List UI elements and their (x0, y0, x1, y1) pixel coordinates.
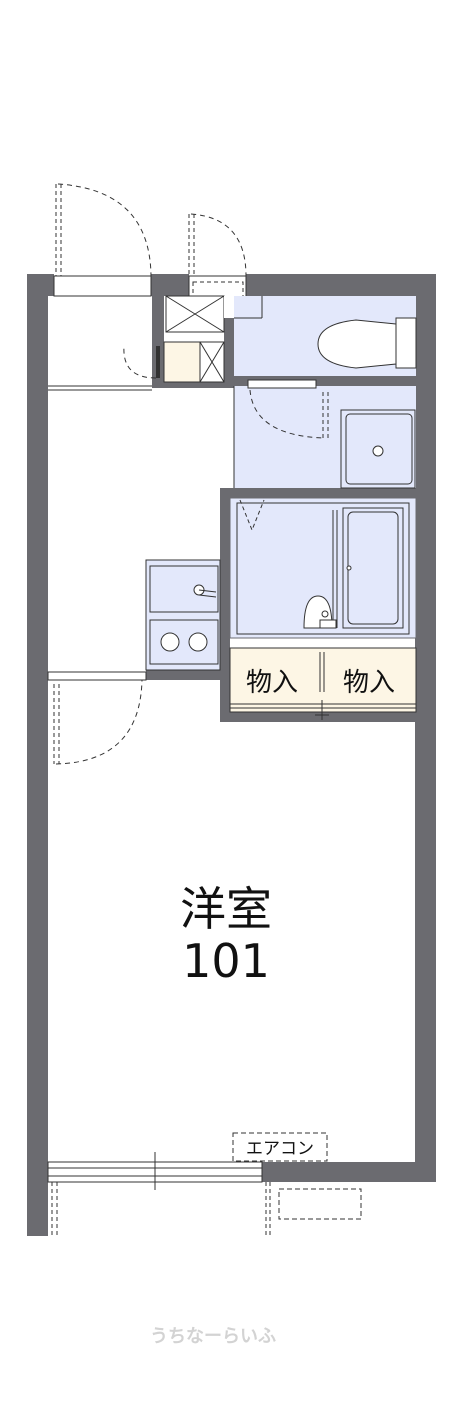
entry-step (48, 385, 152, 391)
kitchen-counter (145, 559, 221, 671)
bath-sink-icon (303, 595, 337, 629)
kitchen-sink-icon (193, 584, 217, 598)
storage-right-label: 物入 (343, 668, 395, 698)
air-conditioner: エアコン (232, 1132, 328, 1162)
outer-walls (27, 274, 436, 1236)
washroom (233, 379, 416, 489)
room-number: 101 (182, 934, 270, 988)
storage-left-label: 物入 (246, 668, 298, 698)
unit-bath (229, 497, 417, 639)
toilet-room (224, 296, 417, 376)
shoe-cabinet (123, 341, 225, 383)
room-door (47, 671, 147, 765)
washbasin-icon (340, 409, 416, 489)
entrance-door (53, 183, 152, 297)
air-conditioner-label: エアコン (246, 1139, 314, 1159)
stove-icon (149, 619, 219, 665)
outdoor-unit (278, 1188, 362, 1220)
western-room: 洋室 101 (180, 882, 272, 988)
watermark: うちなーらいふ (150, 1326, 276, 1347)
balcony-window (47, 1152, 271, 1236)
room-name: 洋室 (180, 882, 272, 936)
toilet-icon (317, 317, 417, 369)
bathtub-icon (342, 507, 404, 629)
storage-closets: 物入 物入 (229, 647, 417, 720)
